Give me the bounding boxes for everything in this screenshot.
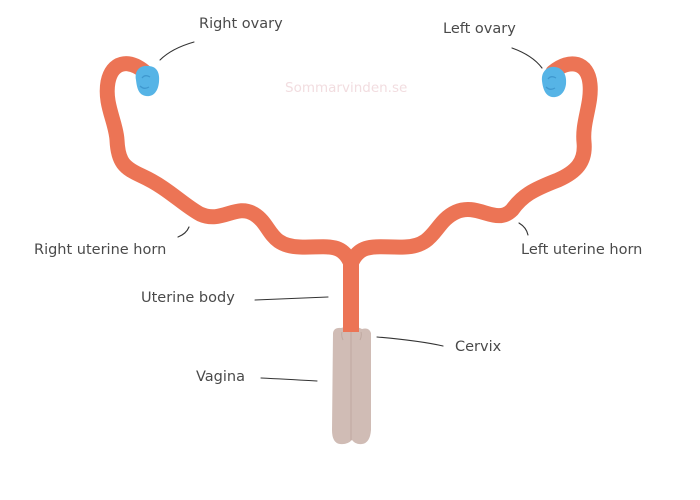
right-uterine-horn-label: Right uterine horn [34,242,167,258]
left-uterine-horn-shape [343,56,598,272]
left-ovary-detail [545,76,557,90]
uterine-body-leader-line [254,296,329,301]
right-ovary-shape [135,65,160,97]
vagina-leader-line [260,377,318,382]
left-ovary-label: Left ovary [443,21,516,37]
cervix-label: Cervix [455,339,502,355]
watermark: Sommarvinden.se [285,80,408,96]
right-ovary-label: Right ovary [199,16,283,32]
left-ovary-shape [541,66,567,98]
vagina-label: Vagina [196,369,245,385]
left-uterine-horn-leader-line [518,222,529,236]
right-ovary-leader-line [159,41,195,61]
right-ovary-detail [139,75,151,89]
left-ovary-leader-line [511,47,543,69]
right-uterine-horn-leader-line [177,226,190,238]
vagina-fold [341,331,362,440]
left-uterine-horn-label: Left uterine horn [521,242,643,258]
right-uterine-horn-shape [99,56,359,272]
cervix-leader-line [376,336,444,347]
uterine-body-label: Uterine body [141,290,235,306]
